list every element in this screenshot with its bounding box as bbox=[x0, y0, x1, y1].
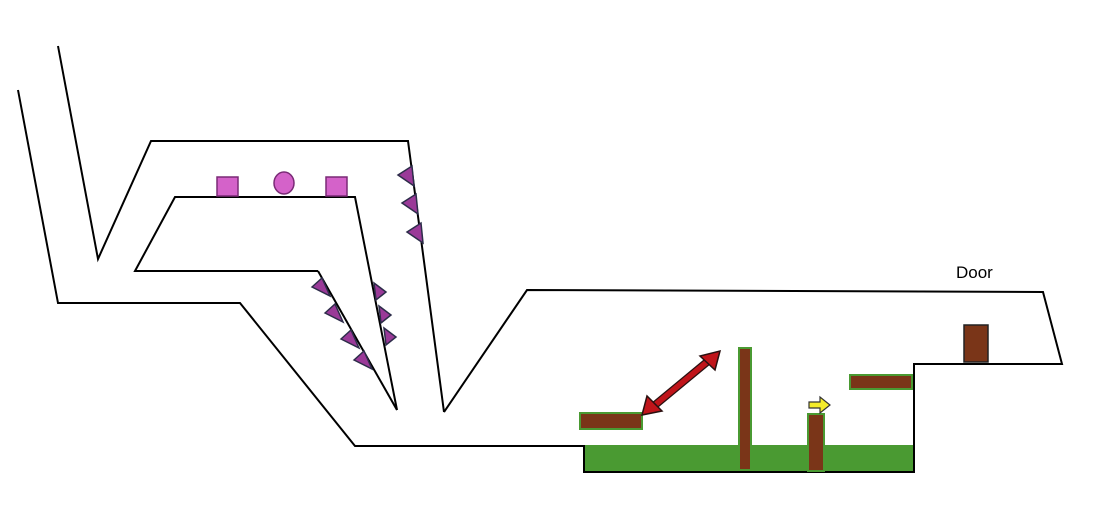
level-walls bbox=[17, 45, 1064, 473]
door-label: Door bbox=[956, 263, 993, 282]
spike-hazard bbox=[352, 349, 374, 371]
outer-left-wall bbox=[17, 89, 1064, 473]
tall-pillar bbox=[738, 347, 752, 471]
spike-hazard bbox=[396, 164, 415, 188]
spike-hazard bbox=[383, 326, 398, 347]
spike-hazard bbox=[339, 328, 361, 350]
collectibles bbox=[216, 171, 348, 197]
collectible-square bbox=[216, 176, 239, 197]
arrow-right-icon bbox=[808, 395, 831, 415]
inner-slope-wall bbox=[317, 270, 398, 411]
inner-island-wall bbox=[133, 196, 398, 411]
spike-hazard bbox=[400, 192, 419, 216]
spike-hazard bbox=[373, 281, 388, 302]
spike-hazard bbox=[378, 304, 393, 325]
moving-platform bbox=[579, 412, 643, 430]
floating-platform bbox=[849, 374, 913, 390]
spike-hazard bbox=[310, 276, 332, 298]
spike-hazard bbox=[323, 302, 345, 324]
platforms bbox=[579, 347, 913, 472]
spike-hazard bbox=[405, 221, 424, 245]
collectible-square bbox=[325, 176, 348, 197]
collectible-circle bbox=[273, 171, 295, 195]
short-pillar bbox=[807, 413, 825, 472]
double-arrow-icon bbox=[640, 349, 722, 416]
exit-door bbox=[963, 324, 989, 363]
spike-group bbox=[310, 164, 424, 371]
